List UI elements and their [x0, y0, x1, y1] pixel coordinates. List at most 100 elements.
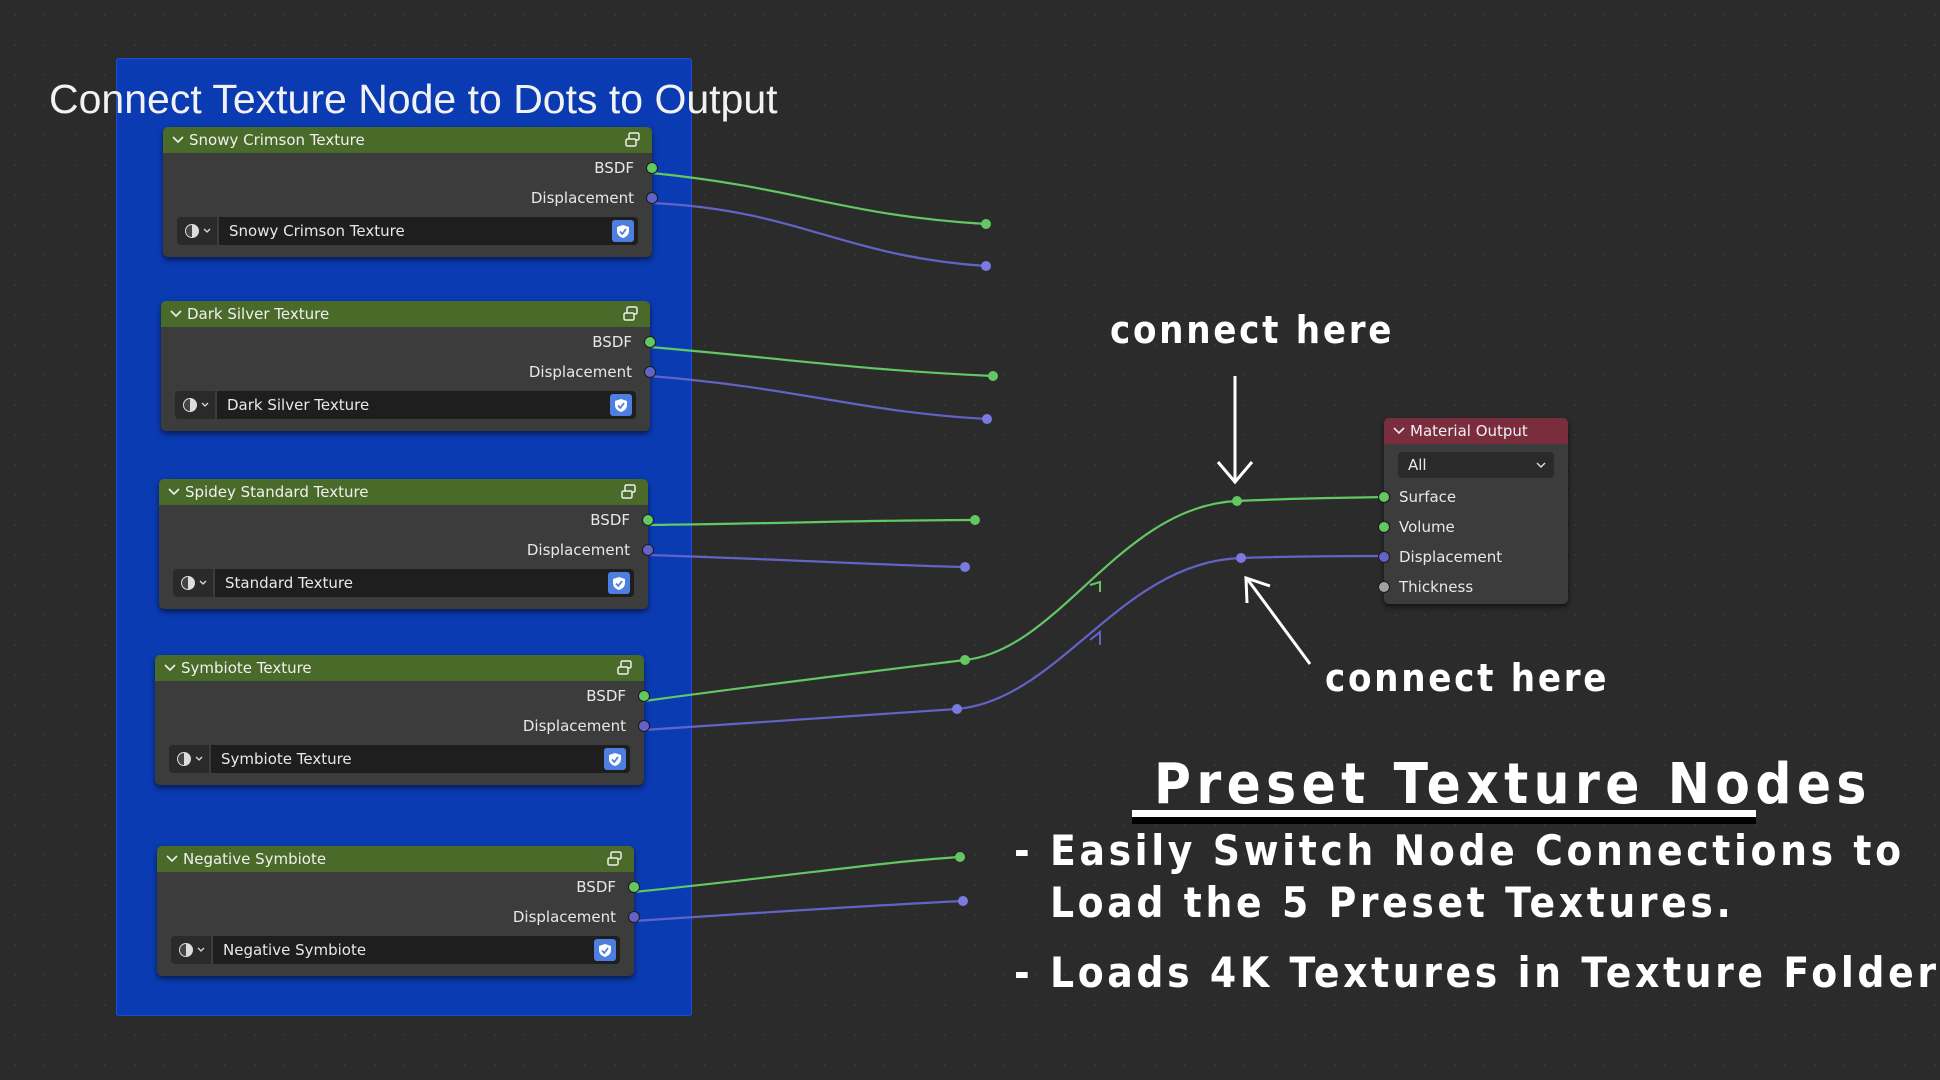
- shield-icon[interactable]: [594, 939, 616, 961]
- chevron-down-icon[interactable]: [163, 488, 185, 496]
- chevron-down-icon: [199, 580, 206, 585]
- input-socket-row[interactable]: Thickness: [1378, 572, 1568, 602]
- chevron-down-icon[interactable]: [167, 136, 189, 144]
- texture-node-dark-silver[interactable]: Dark Silver Texture BSDF Displacement Da…: [161, 301, 656, 431]
- node-header[interactable]: Dark Silver Texture: [161, 301, 650, 327]
- output-socket-row[interactable]: BSDF: [159, 505, 654, 535]
- output-socket[interactable]: [628, 911, 640, 923]
- output-socket[interactable]: [642, 514, 654, 526]
- socket-label: Surface: [1399, 488, 1457, 506]
- output-socket[interactable]: [644, 336, 656, 348]
- material-sphere-icon: [184, 224, 199, 238]
- node-tree-picker[interactable]: Symbiote Texture: [169, 745, 630, 775]
- node-tree-name-field[interactable]: Negative Symbiote: [213, 936, 620, 964]
- node-tree-picker[interactable]: Dark Silver Texture: [175, 391, 636, 421]
- node-tree-name-field[interactable]: Dark Silver Texture: [217, 391, 636, 419]
- reroute-dot: [1232, 496, 1242, 506]
- material-sphere-icon: [182, 398, 197, 412]
- node-group-icon[interactable]: [624, 131, 642, 149]
- node-header[interactable]: Negative Symbiote: [157, 846, 634, 872]
- texture-node-negative-symbiote[interactable]: Negative Symbiote BSDF Displacement Nega…: [157, 846, 640, 976]
- material-sphere-icon: [176, 752, 191, 766]
- node-group-icon[interactable]: [606, 850, 624, 868]
- bullet-switch-connections: - Easily Switch Node Connections to: [1014, 826, 1905, 875]
- chevron-down-icon[interactable]: [165, 310, 187, 318]
- input-socket[interactable]: [1378, 491, 1390, 503]
- target-dropdown[interactable]: All: [1398, 452, 1554, 478]
- socket-label: BSDF: [590, 511, 630, 529]
- flow-arrow-icon: [1089, 580, 1101, 592]
- node-group-icon[interactable]: [620, 483, 638, 501]
- output-socket[interactable]: [644, 366, 656, 378]
- node-header[interactable]: Symbiote Texture: [155, 655, 644, 681]
- material-sphere-icon: [180, 576, 195, 590]
- output-socket-row[interactable]: BSDF: [155, 681, 650, 711]
- output-socket[interactable]: [638, 690, 650, 702]
- reroute-dot: [970, 515, 980, 525]
- browse-button[interactable]: [177, 217, 217, 245]
- browse-button[interactable]: [169, 745, 209, 773]
- node-tree-name-field[interactable]: Standard Texture: [215, 569, 634, 597]
- output-socket-row[interactable]: Displacement: [161, 357, 656, 387]
- output-socket-row[interactable]: Displacement: [163, 183, 658, 213]
- shield-icon[interactable]: [610, 394, 632, 416]
- link-negative-disp: [633, 899, 964, 923]
- output-socket[interactable]: [642, 544, 654, 556]
- output-socket[interactable]: [646, 192, 658, 204]
- node-title: Spidey Standard Texture: [185, 483, 369, 501]
- output-socket-row[interactable]: Displacement: [157, 902, 640, 932]
- node-group-icon[interactable]: [616, 659, 634, 677]
- node-tree-name-field[interactable]: Symbiote Texture: [211, 745, 630, 773]
- shield-icon[interactable]: [612, 220, 634, 242]
- node-tree-name-field[interactable]: Snowy Crimson Texture: [219, 217, 638, 245]
- node-group-icon[interactable]: [622, 305, 640, 323]
- material-output-node[interactable]: Material Output All Surface Volume Displ…: [1378, 418, 1568, 604]
- reroute-dot: [982, 414, 992, 424]
- output-socket[interactable]: [628, 881, 640, 893]
- socket-label: BSDF: [586, 687, 626, 705]
- reroute-dot: [981, 261, 991, 271]
- output-socket-row[interactable]: BSDF: [163, 153, 658, 183]
- reroute-dot: [960, 562, 970, 572]
- chevron-down-icon: [195, 756, 202, 761]
- shield-icon[interactable]: [604, 748, 626, 770]
- node-header[interactable]: Material Output: [1384, 418, 1568, 444]
- chevron-down-icon[interactable]: [159, 664, 181, 672]
- shield-icon[interactable]: [608, 572, 630, 594]
- texture-node-symbiote[interactable]: Symbiote Texture BSDF Displacement Symbi…: [155, 655, 650, 785]
- input-socket-row[interactable]: Surface: [1378, 482, 1568, 512]
- chevron-down-icon: [1536, 452, 1546, 478]
- node-header[interactable]: Snowy Crimson Texture: [163, 127, 652, 153]
- node-tree-picker[interactable]: Negative Symbiote: [171, 936, 620, 966]
- reroute-dot: [960, 655, 970, 665]
- output-socket-row[interactable]: BSDF: [161, 327, 656, 357]
- output-socket-row[interactable]: BSDF: [157, 872, 640, 902]
- output-socket[interactable]: [638, 720, 650, 732]
- input-socket-row[interactable]: Volume: [1378, 512, 1568, 542]
- node-tree-picker[interactable]: Snowy Crimson Texture: [177, 217, 638, 247]
- node-tree-picker[interactable]: Standard Texture: [173, 569, 634, 599]
- texture-node-spidey-standard[interactable]: Spidey Standard Texture BSDF Displacemen…: [159, 479, 654, 609]
- output-socket-row[interactable]: Displacement: [155, 711, 650, 741]
- chevron-down-icon[interactable]: [1388, 427, 1410, 435]
- chevron-down-icon[interactable]: [161, 855, 183, 863]
- node-header[interactable]: Spidey Standard Texture: [159, 479, 648, 505]
- output-socket[interactable]: [646, 162, 658, 174]
- node-title: Dark Silver Texture: [187, 305, 330, 323]
- node-title: Symbiote Texture: [181, 659, 312, 677]
- input-socket[interactable]: [1378, 551, 1390, 563]
- texture-node-snowy-crimson[interactable]: Snowy Crimson Texture BSDF Displacement …: [163, 127, 658, 257]
- browse-button[interactable]: [173, 569, 213, 597]
- chevron-down-icon: [197, 947, 204, 952]
- browse-button[interactable]: [175, 391, 215, 419]
- annotation-connect-here-top: connect here: [1110, 308, 1395, 352]
- input-socket[interactable]: [1378, 581, 1390, 593]
- target-value: All: [1408, 456, 1427, 474]
- socket-label: Volume: [1399, 518, 1455, 536]
- input-socket-row[interactable]: Displacement: [1378, 542, 1568, 572]
- input-socket[interactable]: [1378, 521, 1390, 533]
- socket-label: Thickness: [1399, 578, 1474, 596]
- output-socket-row[interactable]: Displacement: [159, 535, 654, 565]
- browse-button[interactable]: [171, 936, 211, 964]
